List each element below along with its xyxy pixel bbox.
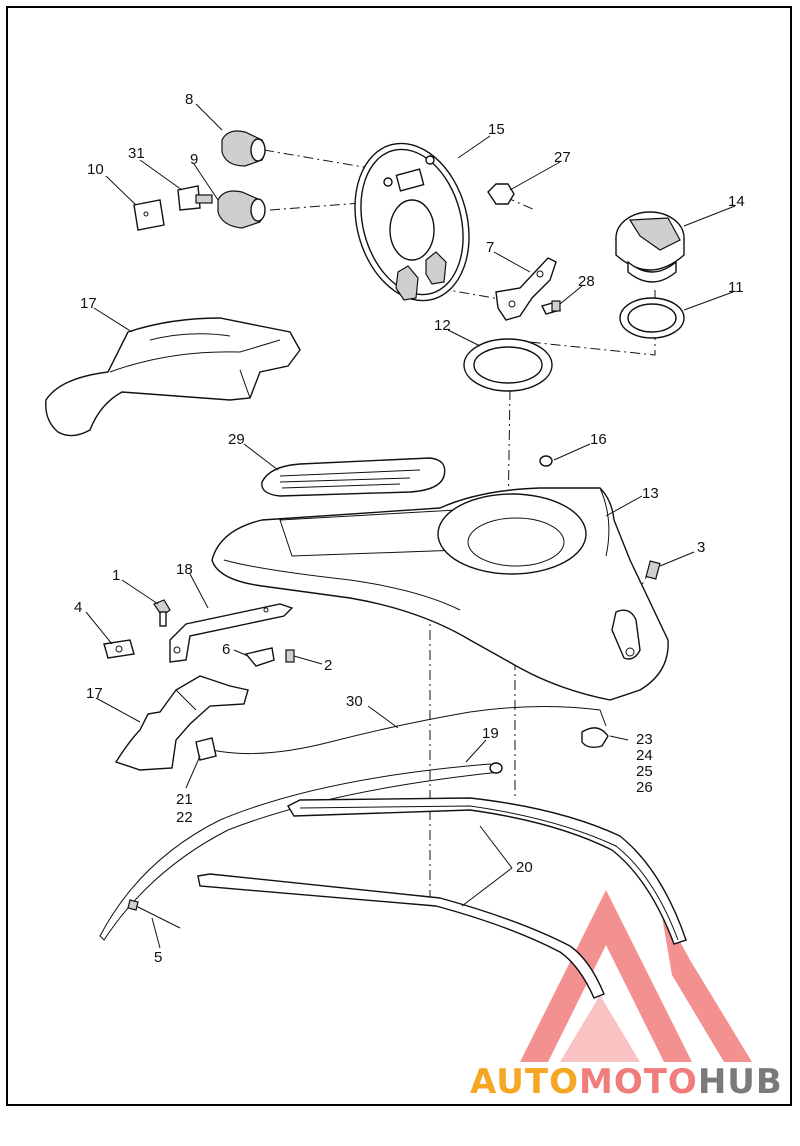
callout-28: 28 — [578, 273, 595, 290]
callout-17b: 17 — [86, 685, 103, 702]
callout-23: 23 — [636, 731, 653, 748]
callout-3: 3 — [697, 539, 705, 556]
watermark-text-b: MOTO — [578, 1062, 698, 1102]
callout-6: 6 — [222, 641, 230, 658]
part-19-tube — [99, 762, 503, 941]
part-20-lower-rail — [197, 873, 605, 999]
callout-4: 4 — [74, 599, 82, 616]
callout-11: 11 — [728, 279, 744, 296]
callout-29: 29 — [228, 431, 245, 448]
callout-13: 13 — [642, 485, 659, 502]
callout-22: 22 — [176, 809, 193, 826]
part-20-upper-rail — [287, 797, 687, 945]
watermark-text-c: HUB — [697, 1062, 783, 1102]
watermark-logo — [520, 890, 752, 1062]
callout-8: 8 — [185, 91, 193, 108]
part-30-wiring-harness — [195, 705, 609, 761]
callout-17a: 17 — [80, 295, 97, 312]
callout-30: 30 — [346, 693, 363, 710]
callout-12: 12 — [434, 317, 451, 334]
callout-27: 27 — [554, 149, 571, 166]
part-18-bracket — [169, 603, 294, 663]
callout-14: 14 — [728, 193, 745, 210]
watermark-text-a: AUTO — [470, 1062, 579, 1102]
part-3-screw — [645, 560, 661, 580]
callout-1: 1 — [112, 567, 120, 584]
callout-24: 24 — [636, 747, 653, 764]
part-11-gasket — [619, 297, 685, 339]
callout-labels: 8 31 9 10 15 27 14 7 28 11 17 12 29 16 1… — [74, 91, 745, 966]
callout-15: 15 — [488, 121, 505, 138]
watermark-brand: AUTOMOTOHUB — [470, 1062, 783, 1102]
part-29-tank-pad — [261, 457, 446, 497]
leader-lines — [85, 103, 736, 949]
part-31-key — [177, 185, 213, 211]
callout-20: 20 — [516, 859, 533, 876]
callout-31: 31 — [128, 145, 145, 162]
part-8-lock-cylinder — [221, 130, 266, 167]
callout-2: 2 — [324, 657, 332, 674]
part-1-bolt — [153, 599, 171, 627]
callout-25: 25 — [636, 763, 653, 780]
part-6-clip — [244, 647, 275, 667]
callout-18: 18 — [176, 561, 193, 578]
part-12-seal-ring — [463, 338, 553, 392]
part-5-cable-tie — [127, 899, 181, 929]
callout-5: 5 — [154, 949, 162, 966]
callout-9: 9 — [190, 151, 198, 168]
part-13-console — [211, 487, 669, 701]
part-2-screw — [285, 649, 295, 663]
part-28-screw — [540, 300, 562, 315]
part-17-lower-trim — [114, 675, 249, 771]
part-16-plug — [539, 455, 553, 467]
callout-10: 10 — [87, 161, 104, 178]
part-14-fuel-cap — [615, 211, 685, 283]
part-7-bracket — [495, 257, 557, 321]
part-4-clip — [103, 639, 135, 659]
callout-21: 21 — [176, 791, 193, 808]
part-9-lock-cylinder — [217, 190, 266, 229]
callout-16: 16 — [590, 431, 607, 448]
part-17-upper-trim — [45, 317, 301, 437]
part-27-nut — [487, 183, 515, 205]
callout-19: 19 — [482, 725, 499, 742]
part-15-mounting-plate — [354, 142, 470, 302]
callout-26: 26 — [636, 779, 653, 796]
part-10-key-tag — [133, 199, 165, 231]
callout-7: 7 — [486, 239, 494, 256]
